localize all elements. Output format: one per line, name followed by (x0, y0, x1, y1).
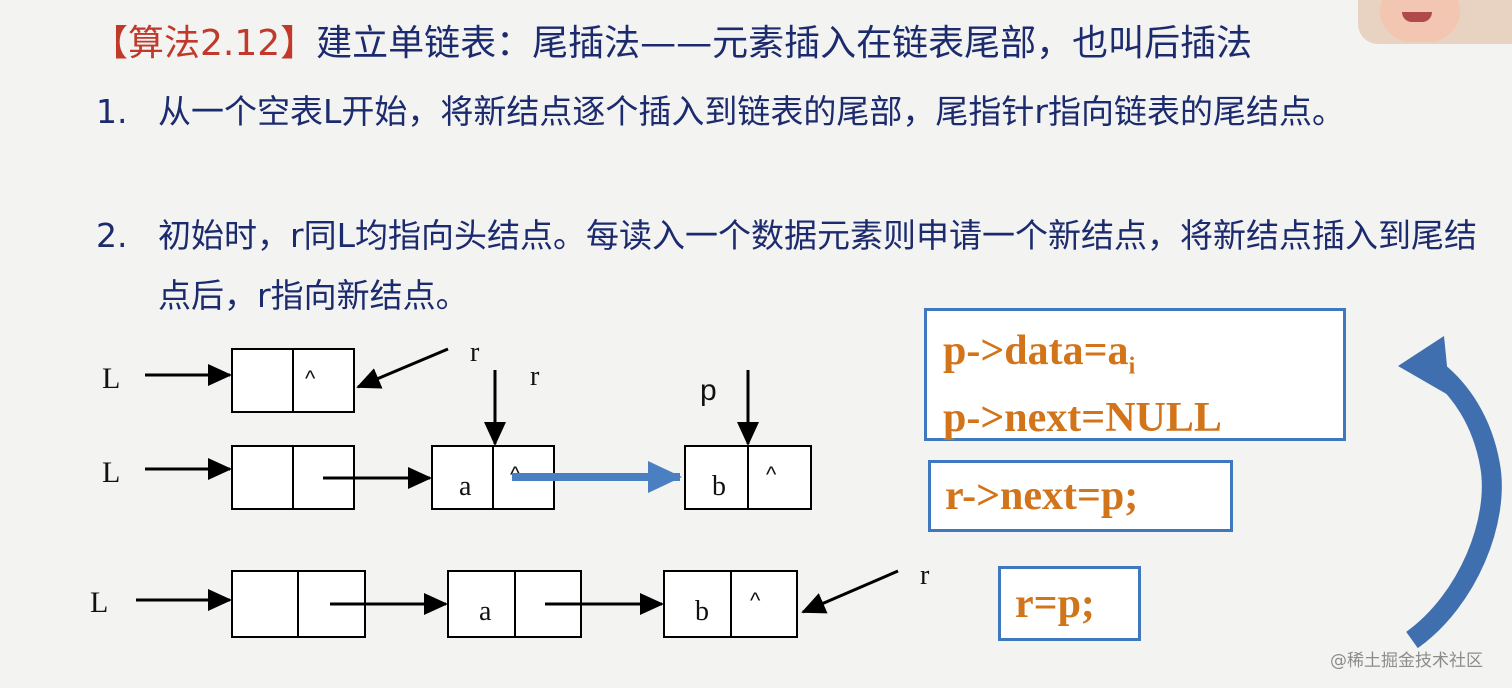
code-move-statement: r=p; (1015, 581, 1095, 627)
pointer-label-r: r (920, 560, 930, 591)
code-box-new-node: p->data=ai p->next=NULL (924, 308, 1346, 441)
node-b-data: b (695, 596, 709, 627)
row-3: L a b ^ r (90, 560, 930, 638)
item-text: 初始时，r同L均指向头结点。每读入一个数据元素则申请一个新结点，将新结点插入到尾… (158, 216, 1477, 315)
row-1: L ^ r (102, 337, 480, 413)
head-label-L: L (102, 456, 120, 489)
slide-title: 【算法2.12】建立单链表：尾插法——元素插入在链表尾部，也叫后插法 (92, 14, 1252, 66)
code-next-null: p->next=NULL (943, 395, 1222, 442)
curved-return-arrow (1398, 336, 1502, 649)
code-data-assign: p->data=a (943, 328, 1129, 374)
head-label-L: L (102, 362, 120, 395)
head-label-L: L (90, 586, 108, 619)
code-box-move-tail: r=p; (998, 566, 1141, 641)
row-2: L a ^ r b ^ p (102, 361, 812, 510)
node-a-data: a (459, 471, 472, 502)
watermark: @稀土掘金技术社区 (1330, 651, 1483, 671)
null-mark: ^ (305, 366, 316, 391)
code-box-link: r->next=p; (928, 460, 1233, 532)
node-b-data: b (712, 471, 726, 502)
node-a-data: a (479, 596, 492, 627)
item-number: 2. (96, 216, 128, 255)
node-b-null: ^ (750, 588, 761, 613)
item-number: 1. (96, 92, 128, 131)
pointer-label-r: r (470, 337, 480, 368)
node-b-null: ^ (766, 462, 777, 487)
r-pointer-arrow (356, 347, 449, 389)
title-text: 建立单链表：尾插法——元素插入在链表尾部，也叫后插法 (316, 23, 1253, 64)
item-text: 从一个空表L开始，将新结点逐个插入到链表的尾部，尾指针r指向链表的尾结点。 (158, 92, 1345, 131)
webcam-overlay (1358, 0, 1512, 44)
algorithm-label: 【算法2.12】 (92, 23, 317, 64)
code-link-statement: r->next=p; (945, 473, 1139, 519)
r-pointer-arrow (801, 569, 899, 614)
pointer-label-r: r (530, 361, 540, 392)
pointer-label-p: p (700, 374, 717, 407)
code-subscript: i (1128, 353, 1136, 380)
